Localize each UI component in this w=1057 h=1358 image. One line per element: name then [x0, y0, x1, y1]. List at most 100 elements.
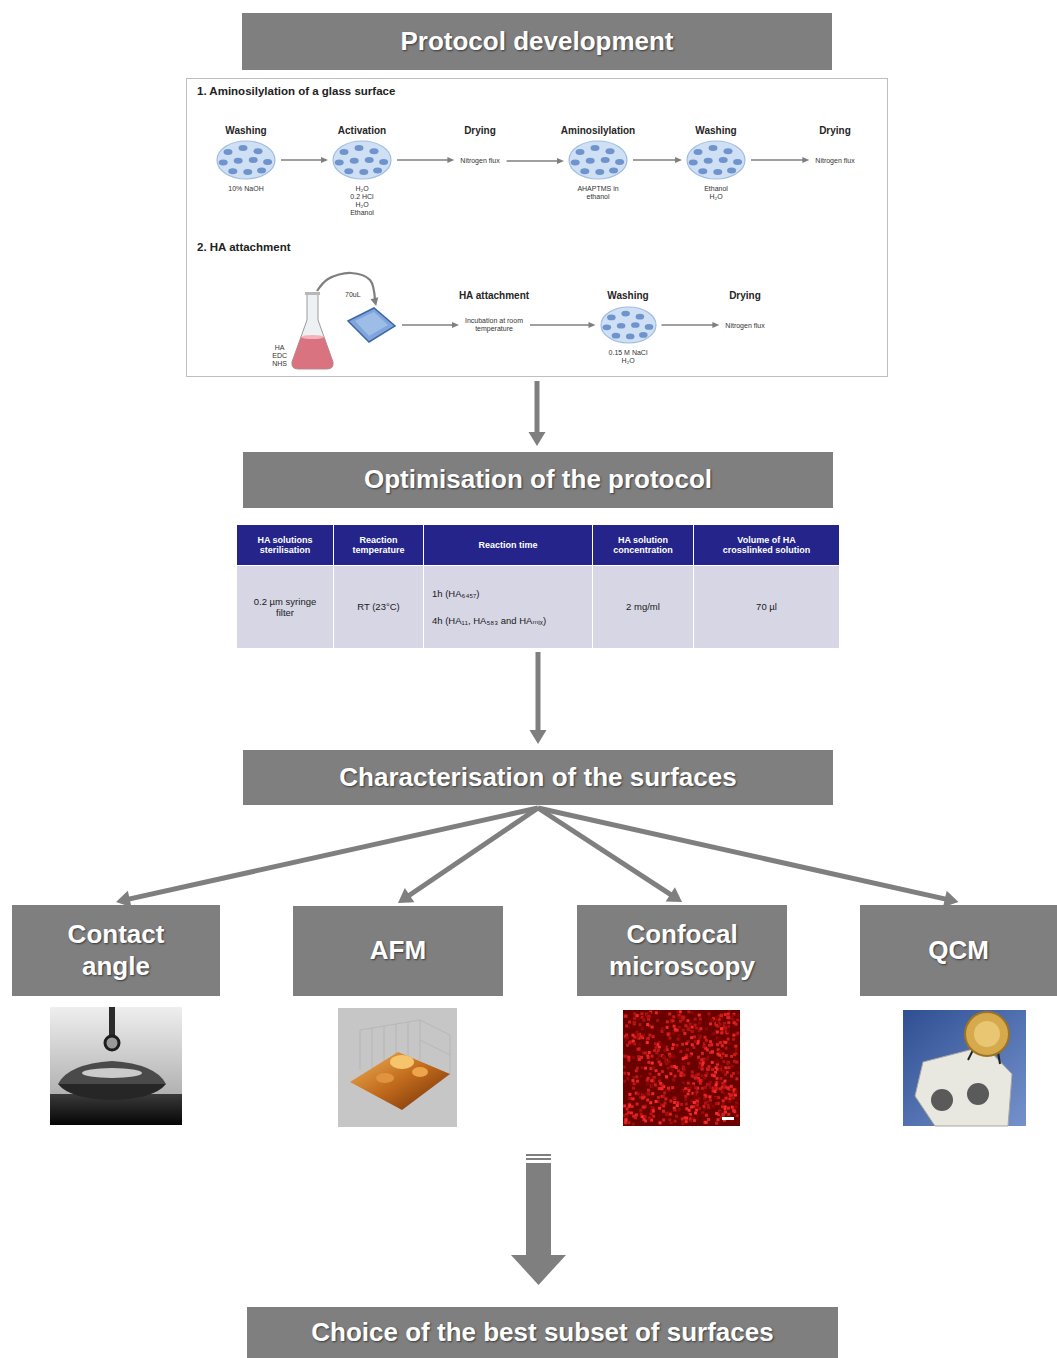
fluorescence-dot: [711, 1019, 714, 1022]
fluorescence-dot: [644, 1093, 647, 1096]
fluorescence-dot: [629, 1040, 632, 1043]
fluorescence-dot: [681, 1117, 684, 1120]
glass-slide-body: [348, 308, 395, 342]
water-droplet: [58, 1061, 166, 1084]
fluorescence-dot: [688, 1109, 691, 1112]
fluorescence-dot: [624, 1121, 627, 1124]
cell-dot: [724, 148, 733, 154]
fluorescence-dot: [690, 1036, 693, 1039]
fluorescence-dot: [650, 1112, 653, 1115]
fluorescence-dot: [724, 1092, 727, 1095]
fluorescence-dot: [705, 1121, 708, 1124]
table-cell-box: HA solution concentration: [593, 525, 694, 566]
fluorescence-dot: [720, 1014, 723, 1017]
fluorescence-dot: [683, 1032, 686, 1035]
fluorescence-dot: [700, 1058, 703, 1061]
fluorescence-dot: [722, 1060, 725, 1063]
fluorescence-dot: [626, 1108, 629, 1111]
surface-peak: [412, 1067, 428, 1077]
fluorescence-dot: [706, 1068, 709, 1071]
box-title: QCM: [928, 935, 989, 967]
fluorescence-dot: [703, 1090, 706, 1093]
fluorescence-dot: [715, 1112, 718, 1115]
fluorescence-dot: [709, 1022, 712, 1025]
step-title: Drying: [819, 125, 851, 137]
arrow-head: [666, 887, 682, 902]
fluorescence-dot: [672, 1019, 675, 1022]
axis-grid: [360, 1020, 450, 1075]
fluorescence-dot: [684, 1098, 687, 1101]
fluorescence-dot: [689, 1117, 692, 1120]
cell-dot: [254, 148, 263, 154]
fluorescence-dot: [665, 1075, 668, 1078]
fluorescence-dot: [721, 1044, 724, 1047]
fluorescence-dot: [726, 1071, 729, 1074]
fluorescence-dot: [647, 1056, 650, 1059]
fluorescence-dot: [722, 1113, 725, 1116]
fluorescence-dot: [715, 1122, 718, 1125]
flow-arrow: [507, 160, 560, 161]
fluorescence-dot: [673, 1075, 676, 1078]
reagent-flask: HAEDCNHS: [290, 292, 335, 370]
fluorescence-dot: [719, 1077, 722, 1080]
fluorescence-dot: [647, 1077, 650, 1080]
arrow-head: [802, 157, 809, 163]
step-note: H₂O: [621, 357, 634, 365]
fluorescence-dot: [730, 1085, 733, 1088]
flow-arrow: [751, 159, 805, 160]
fluorescence-dot: [694, 1040, 697, 1043]
fluorescence-dot: [679, 1050, 682, 1053]
fluorescence-dot: [655, 1011, 658, 1014]
fluorescence-dot: [724, 1041, 727, 1044]
table-cell: RT (23°C): [357, 601, 400, 612]
fluorescence-dot: [636, 1048, 639, 1051]
fluorescence-dot: [670, 1065, 673, 1068]
fluorescence-dot: [673, 1101, 676, 1104]
fluorescence-dot: [676, 1101, 679, 1104]
fluorescence-dot: [648, 1012, 651, 1015]
fluorescence-dot: [719, 1068, 722, 1071]
fluorescence-dot: [712, 1032, 715, 1035]
cell-dot: [615, 159, 624, 165]
fluorescence-dot: [665, 1113, 668, 1116]
fluorescence-dot: [674, 1046, 677, 1049]
cell-dot: [611, 333, 620, 339]
fluorescence-dot: [623, 1072, 626, 1075]
fluorescence-dot: [700, 1101, 703, 1104]
step-title: Activation: [338, 125, 386, 137]
fluorescence-dot: [629, 1097, 632, 1100]
fluorescence-dot: [674, 1109, 677, 1112]
fluorescence-dot: [673, 1096, 676, 1099]
fluorescence-dot: [678, 1016, 681, 1019]
fluorescence-dot: [646, 1099, 649, 1102]
fluorescence-dot: [647, 1082, 650, 1085]
table-cell: 2 mg/ml: [626, 601, 660, 612]
fluorescence-dot: [633, 1082, 636, 1085]
fluorescence-dot: [651, 1084, 654, 1087]
dish-outline: [568, 140, 628, 180]
fluorescence-dot: [698, 1107, 701, 1110]
parameter-table: HA solutions sterilisationReaction tempe…: [237, 525, 839, 648]
petri-dish: AminosilylationAHAPTMS in ethanol: [568, 140, 628, 180]
header-box: AFM: [293, 906, 503, 996]
fluorescence-dot: [694, 1094, 697, 1097]
fluorescence-dot: [732, 1021, 735, 1024]
fluorescence-dot: [691, 1026, 694, 1029]
flow-arrow: [633, 159, 678, 160]
fluorescence-dot: [691, 1043, 694, 1046]
fluorescence-dot: [672, 1056, 675, 1059]
droplet-highlight: [82, 1068, 142, 1078]
fluorescence-dot: [658, 1079, 661, 1082]
table-cell-box: 70 µl: [694, 566, 839, 648]
fluorescence-dot: [716, 1038, 719, 1041]
fluorescence-dot: [727, 1021, 730, 1024]
step-title: Drying: [464, 125, 496, 137]
fluorescence-dot: [646, 1016, 649, 1019]
fluorescence-dot: [641, 1096, 644, 1099]
section-title: 2. HA attachment: [197, 241, 291, 253]
fluorescence-dot: [721, 1027, 724, 1030]
fluorescence-dot: [703, 1094, 706, 1097]
fluorescence-dot: [632, 1097, 635, 1100]
fluorescence-dot: [669, 1055, 672, 1058]
